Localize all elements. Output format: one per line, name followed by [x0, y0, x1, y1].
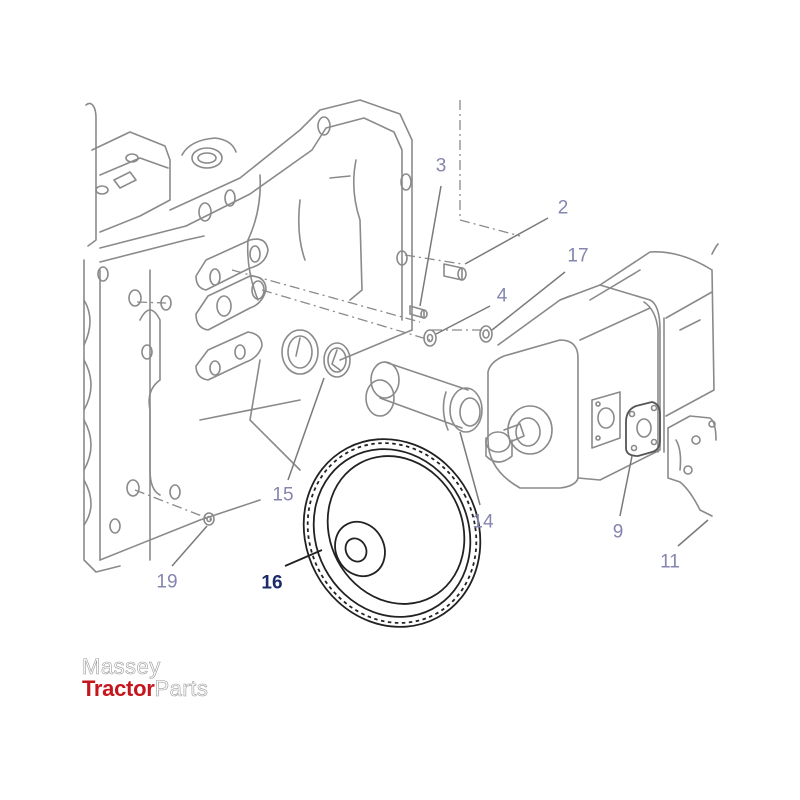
- part-3-dowel-pin: [409, 305, 428, 319]
- part-17-hydraulic-pump: [485, 243, 719, 489]
- callout-label-16: 16: [261, 572, 283, 594]
- callout-label-11: 11: [660, 551, 680, 573]
- logo-tractor: Tractor: [82, 676, 155, 701]
- part-14-shaft-sleeve: [370, 361, 483, 433]
- callout-label-19: 19: [156, 571, 178, 593]
- part-17-oring: [479, 325, 493, 343]
- assembly-axes: [134, 100, 521, 521]
- part-2-dowel-pin: [443, 263, 467, 281]
- callout-label-14: 14: [472, 511, 494, 533]
- callout-label-2: 2: [557, 197, 569, 219]
- callout-label-4: 4: [496, 285, 508, 307]
- callout-label-17: 17: [567, 245, 589, 267]
- part-11-mounting-face: [667, 415, 717, 517]
- leader-lines: [171, 185, 709, 567]
- brand-logo: Massey TractorParts: [82, 654, 209, 701]
- part-16-drive-gear: [302, 438, 482, 628]
- transmission-housing: [83, 99, 413, 573]
- part-4-washer: [423, 329, 437, 347]
- logo-parts: Parts: [154, 676, 209, 701]
- callout-label-3: 3: [435, 155, 447, 177]
- part-19-washer: [203, 512, 215, 526]
- callout-label-15: 15: [272, 484, 294, 506]
- part-9-gasket: [625, 401, 661, 457]
- logo-tractor-parts: TractorParts: [82, 676, 209, 701]
- callout-label-9: 9: [612, 521, 624, 543]
- logo-massey: Massey: [82, 654, 161, 679]
